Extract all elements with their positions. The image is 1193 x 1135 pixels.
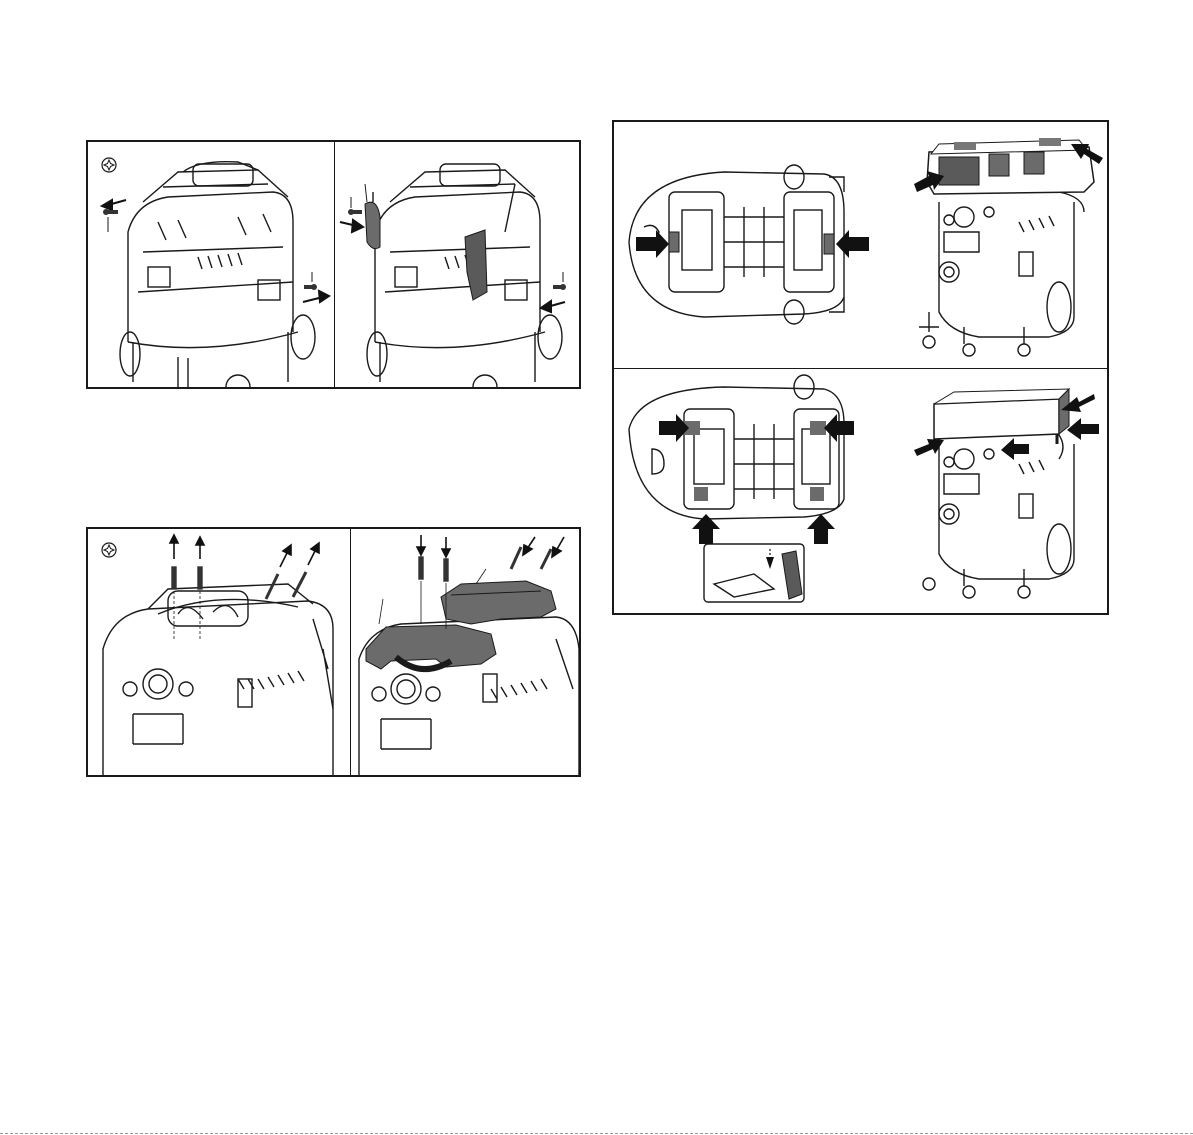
page-bottom-rule (0, 1133, 1193, 1134)
vacuum-illustration (88, 142, 334, 387)
step-remove-screws (88, 529, 350, 775)
vacuum-top-illustration (351, 529, 581, 775)
figure-systainer (612, 120, 1109, 615)
torx-icon (101, 157, 117, 173)
torx-icon (101, 542, 117, 558)
stack-box-illustration (909, 374, 1107, 614)
row-clip (614, 122, 1107, 368)
stack-case-illustration (909, 132, 1107, 362)
step-attach-clips (335, 142, 581, 387)
bottom-view-illustration (614, 369, 874, 609)
vacuum-top-illustration (88, 529, 350, 775)
row-latch (614, 369, 1107, 615)
vacuum-illustration (335, 142, 581, 387)
step-attach-adapter (351, 529, 581, 775)
figure-side-clips (86, 140, 581, 389)
figure-top-handle (86, 527, 581, 777)
step-remove-screws (88, 142, 334, 387)
